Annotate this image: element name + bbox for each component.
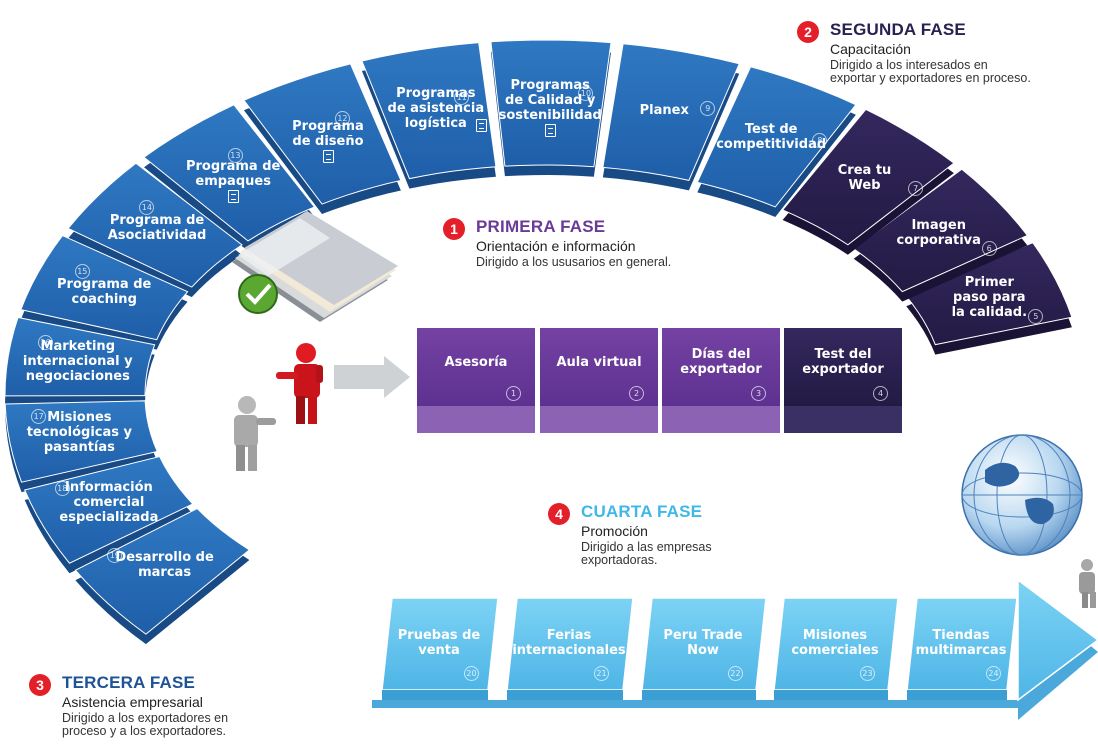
ring-segment <box>20 234 189 341</box>
step-number: 12 <box>334 110 350 126</box>
step-number: 15 <box>74 263 90 279</box>
phase-description: Dirigido a las empresas exportadoras. <box>581 540 712 567</box>
people-pointing-icon <box>234 343 410 471</box>
primera-box-base <box>417 406 535 433</box>
ring-segment <box>696 66 857 208</box>
step-number: 13 <box>227 148 243 164</box>
step-number: 14 <box>139 200 155 216</box>
arrow-segment-label: Peru Trade Now <box>663 628 743 658</box>
phase-badge: 2 <box>797 21 819 43</box>
step-number: 16 <box>37 334 53 350</box>
phase-subtitle: Asistencia empresarial <box>62 694 203 710</box>
document-icon <box>322 149 334 163</box>
ring-segment-label: Crea tu Web <box>837 163 892 194</box>
phase-description: Dirigido a los ususarios en general. <box>476 255 672 269</box>
ring-segment <box>243 63 402 205</box>
ring-segment <box>490 39 612 168</box>
primera-box-label: Test del exportador <box>802 347 884 377</box>
ring-segment-label: Test de competitividad <box>716 121 827 152</box>
step-number: 22 <box>728 666 743 681</box>
step-number: 21 <box>594 666 609 681</box>
step-number: 8 <box>812 133 828 149</box>
arrow-segment-label: Pruebas de venta <box>397 628 481 658</box>
primera-box-label: Días del exportador <box>680 347 762 377</box>
phase-subtitle: Orientación e información <box>476 238 636 254</box>
arrow-segment-label: Ferias internacionales <box>512 628 626 658</box>
ring-segment <box>361 42 497 180</box>
primera-box-base <box>540 406 658 433</box>
arrow-segment-label: Misiones comerciales <box>791 628 879 658</box>
step-number: 3 <box>751 386 766 401</box>
ring-segment-label: Planex <box>639 102 689 118</box>
ring-segment-label: Misiones tecnológicas y pasantías <box>26 410 133 456</box>
ring-segment-label: Información comercial especializada <box>59 479 159 525</box>
arrow-segment-side <box>642 690 756 700</box>
primera-box-label: Asesoría <box>444 354 508 370</box>
ring-segment-label: Programa de Asociatividad <box>107 212 207 243</box>
step-number: 19 <box>107 548 123 564</box>
ring-segment-label: Programa de coaching <box>57 276 152 307</box>
primera-fase: 1 PRIMERA FASE Orientación e información… <box>443 217 773 282</box>
phase-description: Dirigido a los exportadores en proceso y… <box>62 711 229 738</box>
ring-segment-label: Programa de empaques <box>185 159 281 190</box>
step-number: 1 <box>506 386 521 401</box>
phase-badge: 1 <box>443 218 465 240</box>
phase-badge: 3 <box>29 674 51 696</box>
ring-segment-label: Imagen corporativa <box>896 218 981 249</box>
phase-title: SEGUNDA FASE <box>830 20 966 39</box>
step-number: 18 <box>54 481 70 497</box>
phase-title: PRIMERA FASE <box>476 217 606 236</box>
phase-title: TERCERA FASE <box>62 673 196 692</box>
tercera-fase: 3 TERCERA FASE Asistencia empresarial Di… <box>29 673 329 749</box>
step-number: 11 <box>454 89 470 105</box>
arrow-head <box>1017 578 1098 702</box>
step-number: 2 <box>629 386 644 401</box>
ring-segment-label: Primer paso para la calidad. <box>951 275 1028 321</box>
primera-box-base <box>662 406 780 433</box>
globe-icon <box>961 434 1096 608</box>
arrow-segment-label: Tiendas multimarcas <box>915 628 1007 658</box>
step-number: 4 <box>873 386 888 401</box>
ring-segment <box>67 162 243 288</box>
primera-box-base <box>784 406 902 433</box>
phase-description: Dirigido a los interesados en exportar y… <box>830 58 1031 85</box>
ring-segment <box>781 108 955 246</box>
ring-segment-label: Programas de asistencia logística <box>387 86 485 131</box>
primera-box-label: Aula virtual <box>556 354 642 370</box>
ring-segment <box>143 104 316 242</box>
ring-segment <box>602 43 740 181</box>
step-number: 24 <box>986 666 1001 681</box>
arrow-segment-side <box>382 690 488 700</box>
step-number: 6 <box>981 240 997 256</box>
arrow-segment-side <box>774 690 888 700</box>
document-check-icon <box>232 211 398 322</box>
document-icon <box>228 190 240 204</box>
document-icon <box>545 124 557 138</box>
arrow-segment-side <box>907 690 1007 700</box>
step-number: 20 <box>464 666 479 681</box>
primera-boxes <box>417 328 902 433</box>
step-number: 7 <box>908 180 924 196</box>
phase-subtitle: Capacitación <box>830 41 911 57</box>
ring-segment <box>74 507 251 635</box>
ring-segment-label: Programas de Calidad y sostenibilidad <box>498 78 602 124</box>
step-number: 9 <box>700 101 716 117</box>
arrow-segment-side <box>507 690 623 700</box>
step-number: 23 <box>860 666 875 681</box>
ring-segment-label: Programa de diseño <box>292 118 364 149</box>
phase-badge: 4 <box>548 503 570 525</box>
ring-segment-label: Desarrollo de marcas <box>115 549 214 580</box>
step-number: 10 <box>578 86 594 102</box>
ring-segment-label: Marketing internacional y negociaciones <box>22 338 133 384</box>
cuarta-fase: 4 CUARTA FASE Promoción Dirigido a las e… <box>548 502 828 583</box>
phase-title: CUARTA FASE <box>581 502 703 521</box>
document-icon <box>475 118 487 132</box>
phase-subtitle: Promoción <box>581 523 648 539</box>
step-number: 5 <box>1028 309 1044 325</box>
segunda-fase: 2 SEGUNDA FASE Capacitación Dirigido a l… <box>797 20 1097 111</box>
step-number: 17 <box>31 408 47 424</box>
